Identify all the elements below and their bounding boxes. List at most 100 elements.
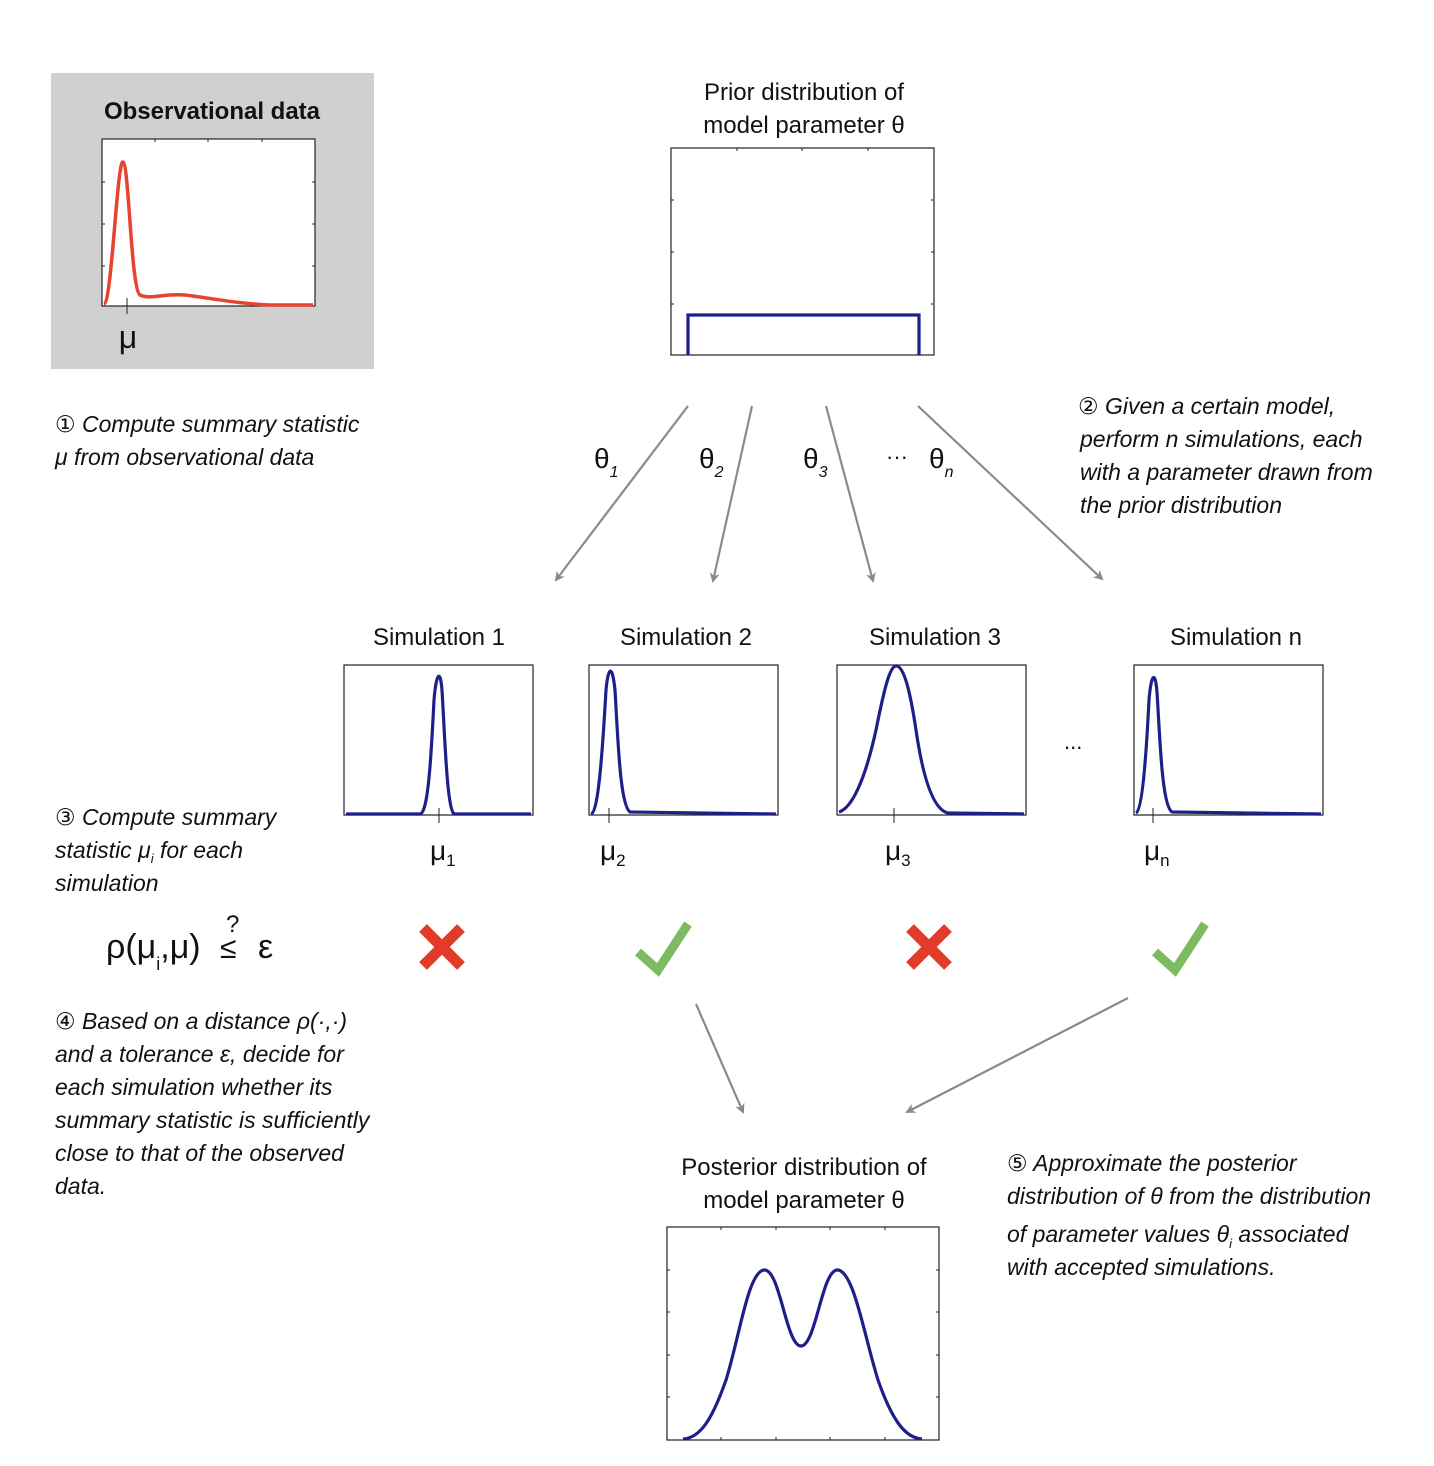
step3-line2-post: for each — [154, 837, 244, 863]
simulation-2-mu: μ2 — [600, 835, 626, 870]
observed-mu-label: μ — [119, 319, 137, 355]
theta-3-sub: 3 — [819, 464, 828, 481]
step1-line2: μ from observational data — [54, 444, 314, 470]
arrow-theta-n — [917, 405, 1104, 581]
condition-epsilon: ε — [258, 928, 273, 966]
step3-line2-pre: statistic μ — [55, 837, 151, 863]
condition-leq: ≤ — [220, 932, 236, 965]
observed-curve — [102, 160, 313, 307]
step4-line4: summary statistic is sufficiently — [55, 1107, 371, 1133]
simulation-1-mu: μ1 — [430, 835, 456, 870]
simulation-ellipsis: ... — [1064, 729, 1082, 754]
arrow-theta-3 — [824, 405, 876, 583]
step1-line1: ① Compute summary statistic — [55, 411, 360, 437]
simulation-1-title: Simulation 1 — [373, 624, 505, 651]
acceptance-condition: ρ(μi,μ) ? ≤ ε — [106, 911, 273, 974]
theta-2-symbol: θ — [699, 443, 715, 474]
prior-title-line2: model parameter θ — [703, 112, 904, 139]
theta-3-symbol: θ — [803, 443, 819, 474]
step4-line3: each simulation whether its — [55, 1074, 333, 1100]
arrow-theta-2 — [709, 405, 754, 583]
theta-1-sub: 1 — [610, 464, 619, 481]
condition-sub: i — [156, 954, 160, 974]
reject-icon — [906, 924, 952, 970]
step5-line3-sub: i — [1229, 1236, 1233, 1251]
step4-line5: close to that of the observed — [55, 1140, 345, 1166]
posterior-plot-ticks — [667, 1227, 939, 1440]
simulation-1-mu-symbol: μ — [430, 835, 446, 866]
simulation-2-curve — [589, 669, 777, 816]
theta-3: θ3 — [803, 443, 828, 481]
prior-plot-ticks — [671, 148, 934, 305]
simulation-2: Simulation 2 μ2 — [588, 624, 779, 977]
observational-title: Observational data — [104, 98, 321, 125]
prior-uniform-curve — [686, 313, 921, 355]
simulation-3-mu-symbol: μ — [885, 835, 901, 866]
condition-formula: ρ(μi,μ) — [106, 928, 201, 974]
theta-ellipsis: ··· — [886, 444, 908, 469]
simulation-2-plot-frame — [588, 664, 779, 816]
simulation-3-curve — [838, 664, 1025, 816]
theta-2: θ2 — [699, 443, 724, 481]
posterior-curve — [682, 1268, 923, 1441]
simulation-n-title: Simulation n — [1170, 624, 1302, 651]
simulation-n-mu-sub: n — [1160, 851, 1169, 870]
theta-labels: θ1 θ2 θ3 ··· θn — [594, 443, 954, 481]
step5-line4: with accepted simulations. — [1007, 1254, 1275, 1280]
step5-line3: of parameter values θi associated — [1007, 1221, 1350, 1251]
theta-n: θn — [929, 443, 954, 481]
condition-left: ρ(μ — [106, 928, 156, 966]
simulation-n: Simulation n μn — [1133, 624, 1324, 977]
theta-2-sub: 2 — [714, 464, 724, 481]
simulation-3-title: Simulation 3 — [869, 624, 1001, 651]
theta-n-sub: n — [945, 464, 954, 481]
prior-plot-frame — [670, 147, 935, 356]
prior-panel: Prior distribution of model parameter θ — [670, 79, 935, 356]
accept-check-icon — [634, 921, 692, 977]
posterior-arrows — [694, 997, 1129, 1114]
simulation-3-mu: μ3 — [885, 835, 911, 870]
step5-line2: distribution of θ from the distribution — [1007, 1183, 1371, 1209]
simulation-2-mu-sub: 2 — [616, 851, 625, 870]
simulation-n-mu: μn — [1144, 835, 1170, 870]
simulation-1-curve — [346, 674, 531, 816]
step5-line1: ⑤ Approximate the posterior — [1007, 1150, 1298, 1176]
posterior-panel: Posterior distribution of model paramete… — [666, 1154, 940, 1441]
step3-line1: ③ Compute summary — [55, 804, 278, 830]
posterior-title-line2: model parameter θ — [703, 1187, 904, 1214]
posterior-title-line1: Posterior distribution of — [681, 1154, 927, 1181]
arrow-accepted-n — [905, 997, 1129, 1113]
prior-arrows — [554, 405, 1104, 583]
simulation-n-plot-frame — [1133, 664, 1324, 816]
condition-question-mark: ? — [226, 911, 239, 938]
step4-line6: data. — [55, 1173, 106, 1199]
arrow-theta-1 — [554, 405, 689, 582]
theta-1: θ1 — [594, 443, 618, 481]
step5-line3-pre: of parameter values θ — [1007, 1221, 1230, 1247]
simulation-n-mu-symbol: μ — [1144, 835, 1160, 866]
step2-line2: perform n simulations, each — [1079, 426, 1363, 452]
step3-line2-sub: i — [151, 851, 155, 866]
step4-line2: and a tolerance ε, decide for — [55, 1041, 345, 1067]
step5-line3-post: associated — [1232, 1221, 1350, 1247]
reject-icon — [419, 924, 465, 970]
theta-n-symbol: θ — [929, 443, 945, 474]
simulation-3: Simulation 3 μ3 — [836, 624, 1027, 970]
step2-line3: with a parameter drawn from — [1080, 459, 1373, 485]
simulation-3-mu-sub: 3 — [901, 851, 910, 870]
observational-plot-ticks — [102, 139, 315, 267]
theta-1-symbol: θ — [594, 443, 610, 474]
simulation-n-curve — [1134, 676, 1322, 816]
step3-line2: statistic μi for each — [55, 837, 243, 866]
posterior-plot-frame — [666, 1226, 940, 1441]
arrow-accepted-2 — [694, 1003, 745, 1114]
accept-check-icon — [1151, 921, 1209, 977]
step2-line1: ② Given a certain model, — [1078, 393, 1335, 419]
simulation-3-plot-frame — [836, 664, 1027, 816]
observational-plot-frame — [101, 138, 316, 307]
simulation-1: Simulation 1 μ1 — [343, 624, 534, 970]
step2-line4: the prior distribution — [1080, 492, 1282, 518]
simulation-2-title: Simulation 2 — [620, 624, 752, 651]
simulation-1-plot-frame — [343, 664, 534, 816]
simulation-2-mu-symbol: μ — [600, 835, 616, 866]
